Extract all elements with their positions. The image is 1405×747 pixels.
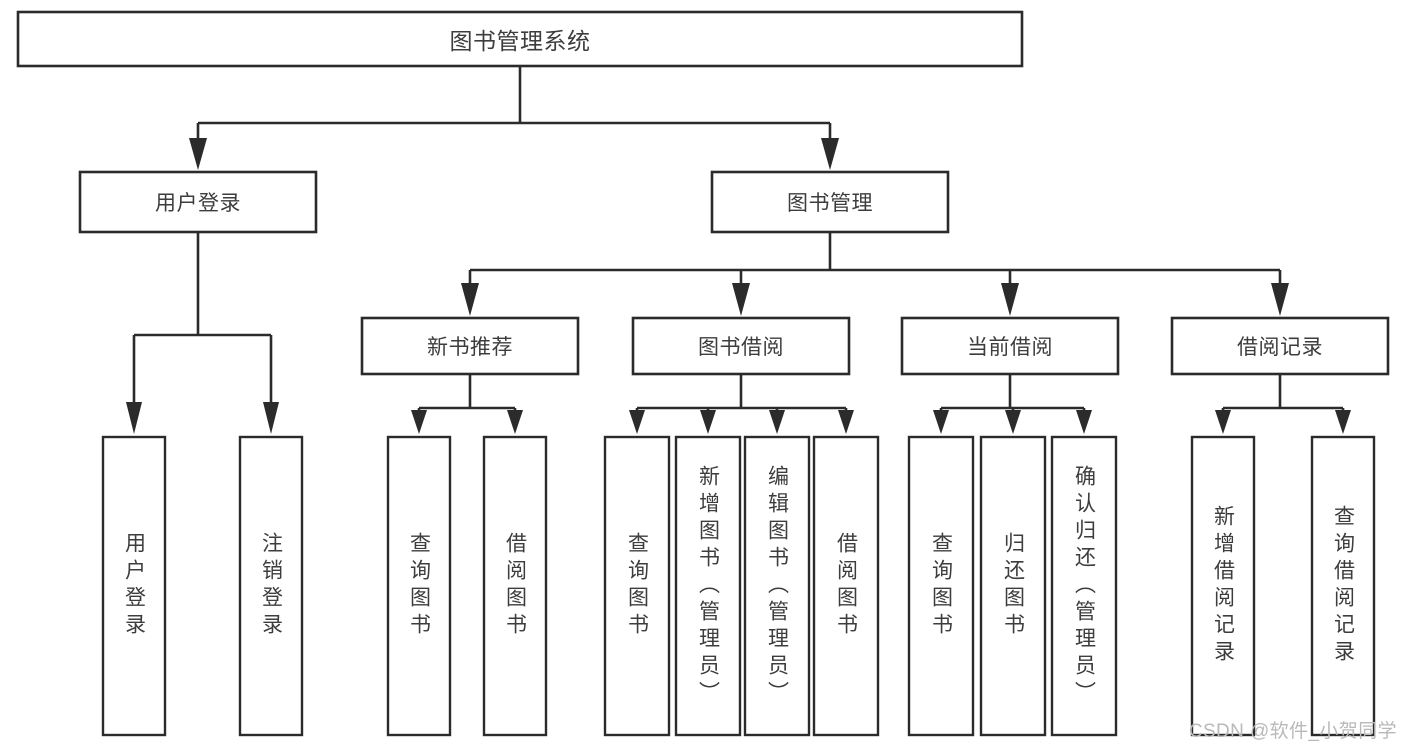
- node-leaf-add-book-admin-box[interactable]: [674, 435, 742, 737]
- node-book-borrow-box[interactable]: [631, 316, 851, 376]
- node-book-management-box[interactable]: [710, 170, 950, 234]
- node-leaf-query-book-current-box[interactable]: [907, 435, 975, 737]
- arrow-head-leaf-query-book-recommend: [411, 410, 427, 434]
- edge-group-new-book-recommend: [411, 374, 523, 434]
- node-new-book-recommend-box[interactable]: [360, 316, 580, 376]
- arrow-head-leaf-add-borrow-record: [1215, 410, 1231, 434]
- node-user-login-box[interactable]: [78, 170, 318, 234]
- node-root-box[interactable]: [16, 10, 1024, 68]
- arrow-head-leaf-query-borrow-record: [1335, 410, 1351, 434]
- edge-group-root: [189, 66, 839, 170]
- arrow-head-leaf-query-book-borrow: [629, 410, 645, 434]
- arrow-head-book-borrow: [732, 283, 750, 316]
- edge-group-user-login: [126, 232, 279, 434]
- arrow-head-user-login: [189, 138, 207, 170]
- node-leaf-user-login-box[interactable]: [101, 435, 167, 737]
- edge-group-current-borrow: [933, 374, 1092, 434]
- node-leaf-edit-book-admin-box[interactable]: [743, 435, 811, 737]
- node-leaf-query-book-borrow-box[interactable]: [603, 435, 671, 737]
- node-leaf-borrow-book-recommend-box[interactable]: [482, 435, 548, 737]
- edge-group-borrow-records: [1215, 374, 1351, 434]
- arrow-head-leaf-borrow-book: [838, 410, 854, 434]
- node-leaf-borrow-book-box[interactable]: [812, 435, 880, 737]
- arrow-head-leaf-confirm-return-admin: [1076, 410, 1092, 434]
- node-leaf-return-book-box[interactable]: [979, 435, 1047, 737]
- node-borrow-records-box[interactable]: [1170, 316, 1390, 376]
- node-current-borrow-box[interactable]: [900, 316, 1120, 376]
- arrow-head-leaf-query-book-current: [933, 410, 949, 434]
- edge-group-book-management: [461, 232, 1289, 316]
- arrow-head-book-management: [821, 138, 839, 170]
- arrow-head-leaf-logout: [263, 402, 279, 434]
- edge-group-book-borrow: [629, 374, 854, 434]
- node-leaf-logout-box[interactable]: [238, 435, 304, 737]
- arrow-head-leaf-return-book: [1005, 410, 1021, 434]
- arrow-head-leaf-add-book-admin: [700, 410, 716, 434]
- node-leaf-query-book-recommend-box[interactable]: [386, 435, 452, 737]
- node-leaf-query-borrow-record-box[interactable]: [1310, 435, 1376, 737]
- arrow-head-leaf-user-login: [126, 402, 142, 434]
- node-leaf-confirm-return-admin-box[interactable]: [1050, 435, 1118, 737]
- arrow-head-new-book-recommend: [461, 283, 479, 316]
- arrow-head-current-borrow: [1001, 283, 1019, 316]
- arrow-head-leaf-borrow-book-recommend: [507, 410, 523, 434]
- arrow-head-borrow-records: [1271, 283, 1289, 316]
- arrow-head-leaf-edit-book-admin: [769, 410, 785, 434]
- node-leaf-add-borrow-record-box[interactable]: [1190, 435, 1256, 737]
